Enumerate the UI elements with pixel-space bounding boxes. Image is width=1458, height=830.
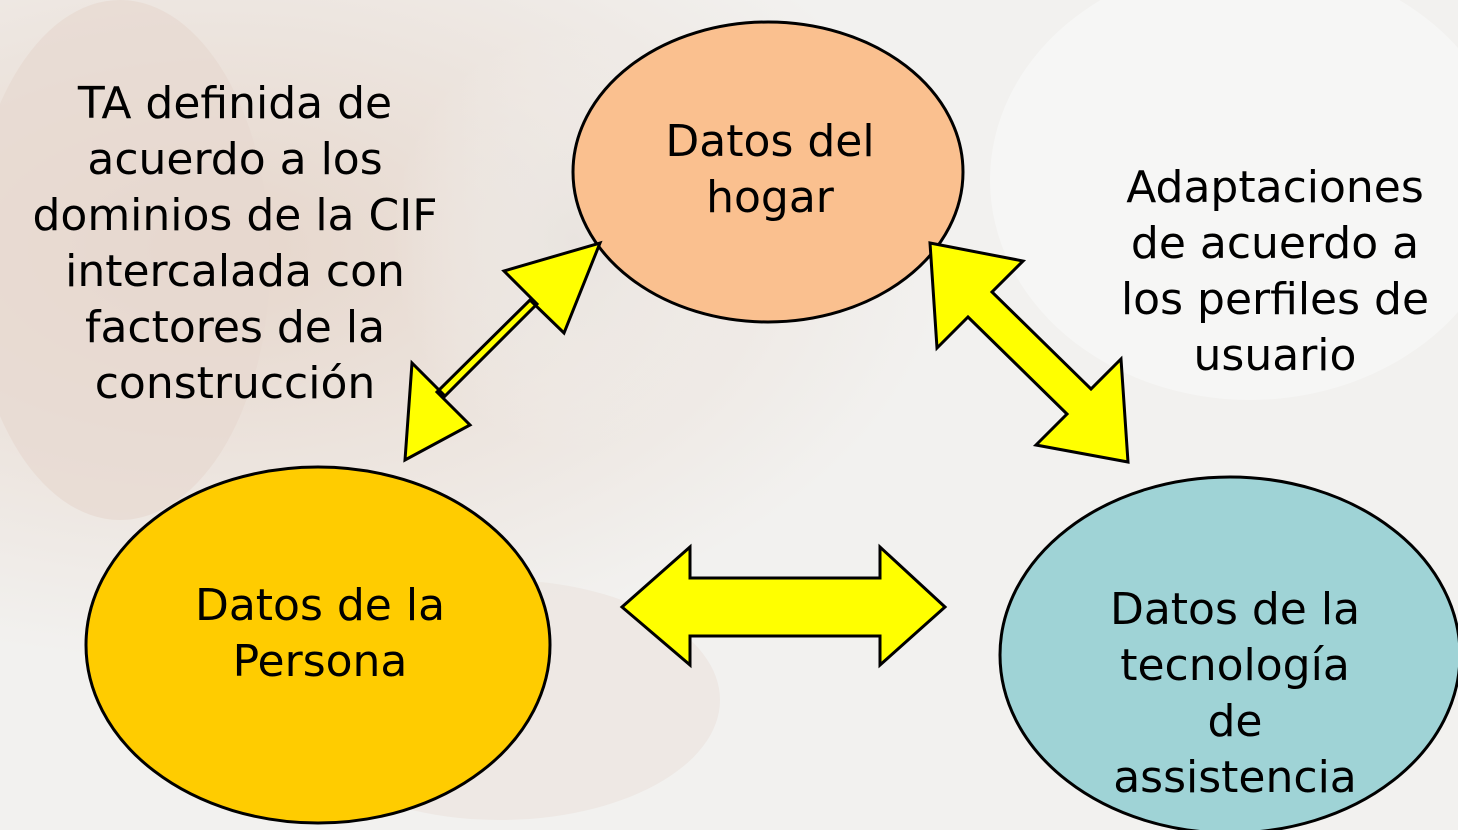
node-persona-label: Datos de la Persona	[194, 580, 446, 687]
node-tecnologia-label: Datos de la tecnología de assistencia	[1109, 584, 1361, 803]
arrow-hogar-tecnologia	[928, 241, 1130, 464]
annotation-left: TA definida de acuerdo a los dominios de…	[32, 78, 438, 409]
node-tecnologia-shape	[998, 475, 1458, 830]
node-hogar-shape	[571, 20, 965, 324]
node-persona-shape	[84, 465, 552, 825]
arrow-persona-tecnologia	[619, 543, 948, 669]
node-hogar-label: Datos del hogar	[665, 116, 875, 223]
annotation-right: Adaptaciones de acuerdo a los perfiles d…	[1120, 162, 1430, 381]
arrow-hogar-persona	[403, 240, 603, 463]
